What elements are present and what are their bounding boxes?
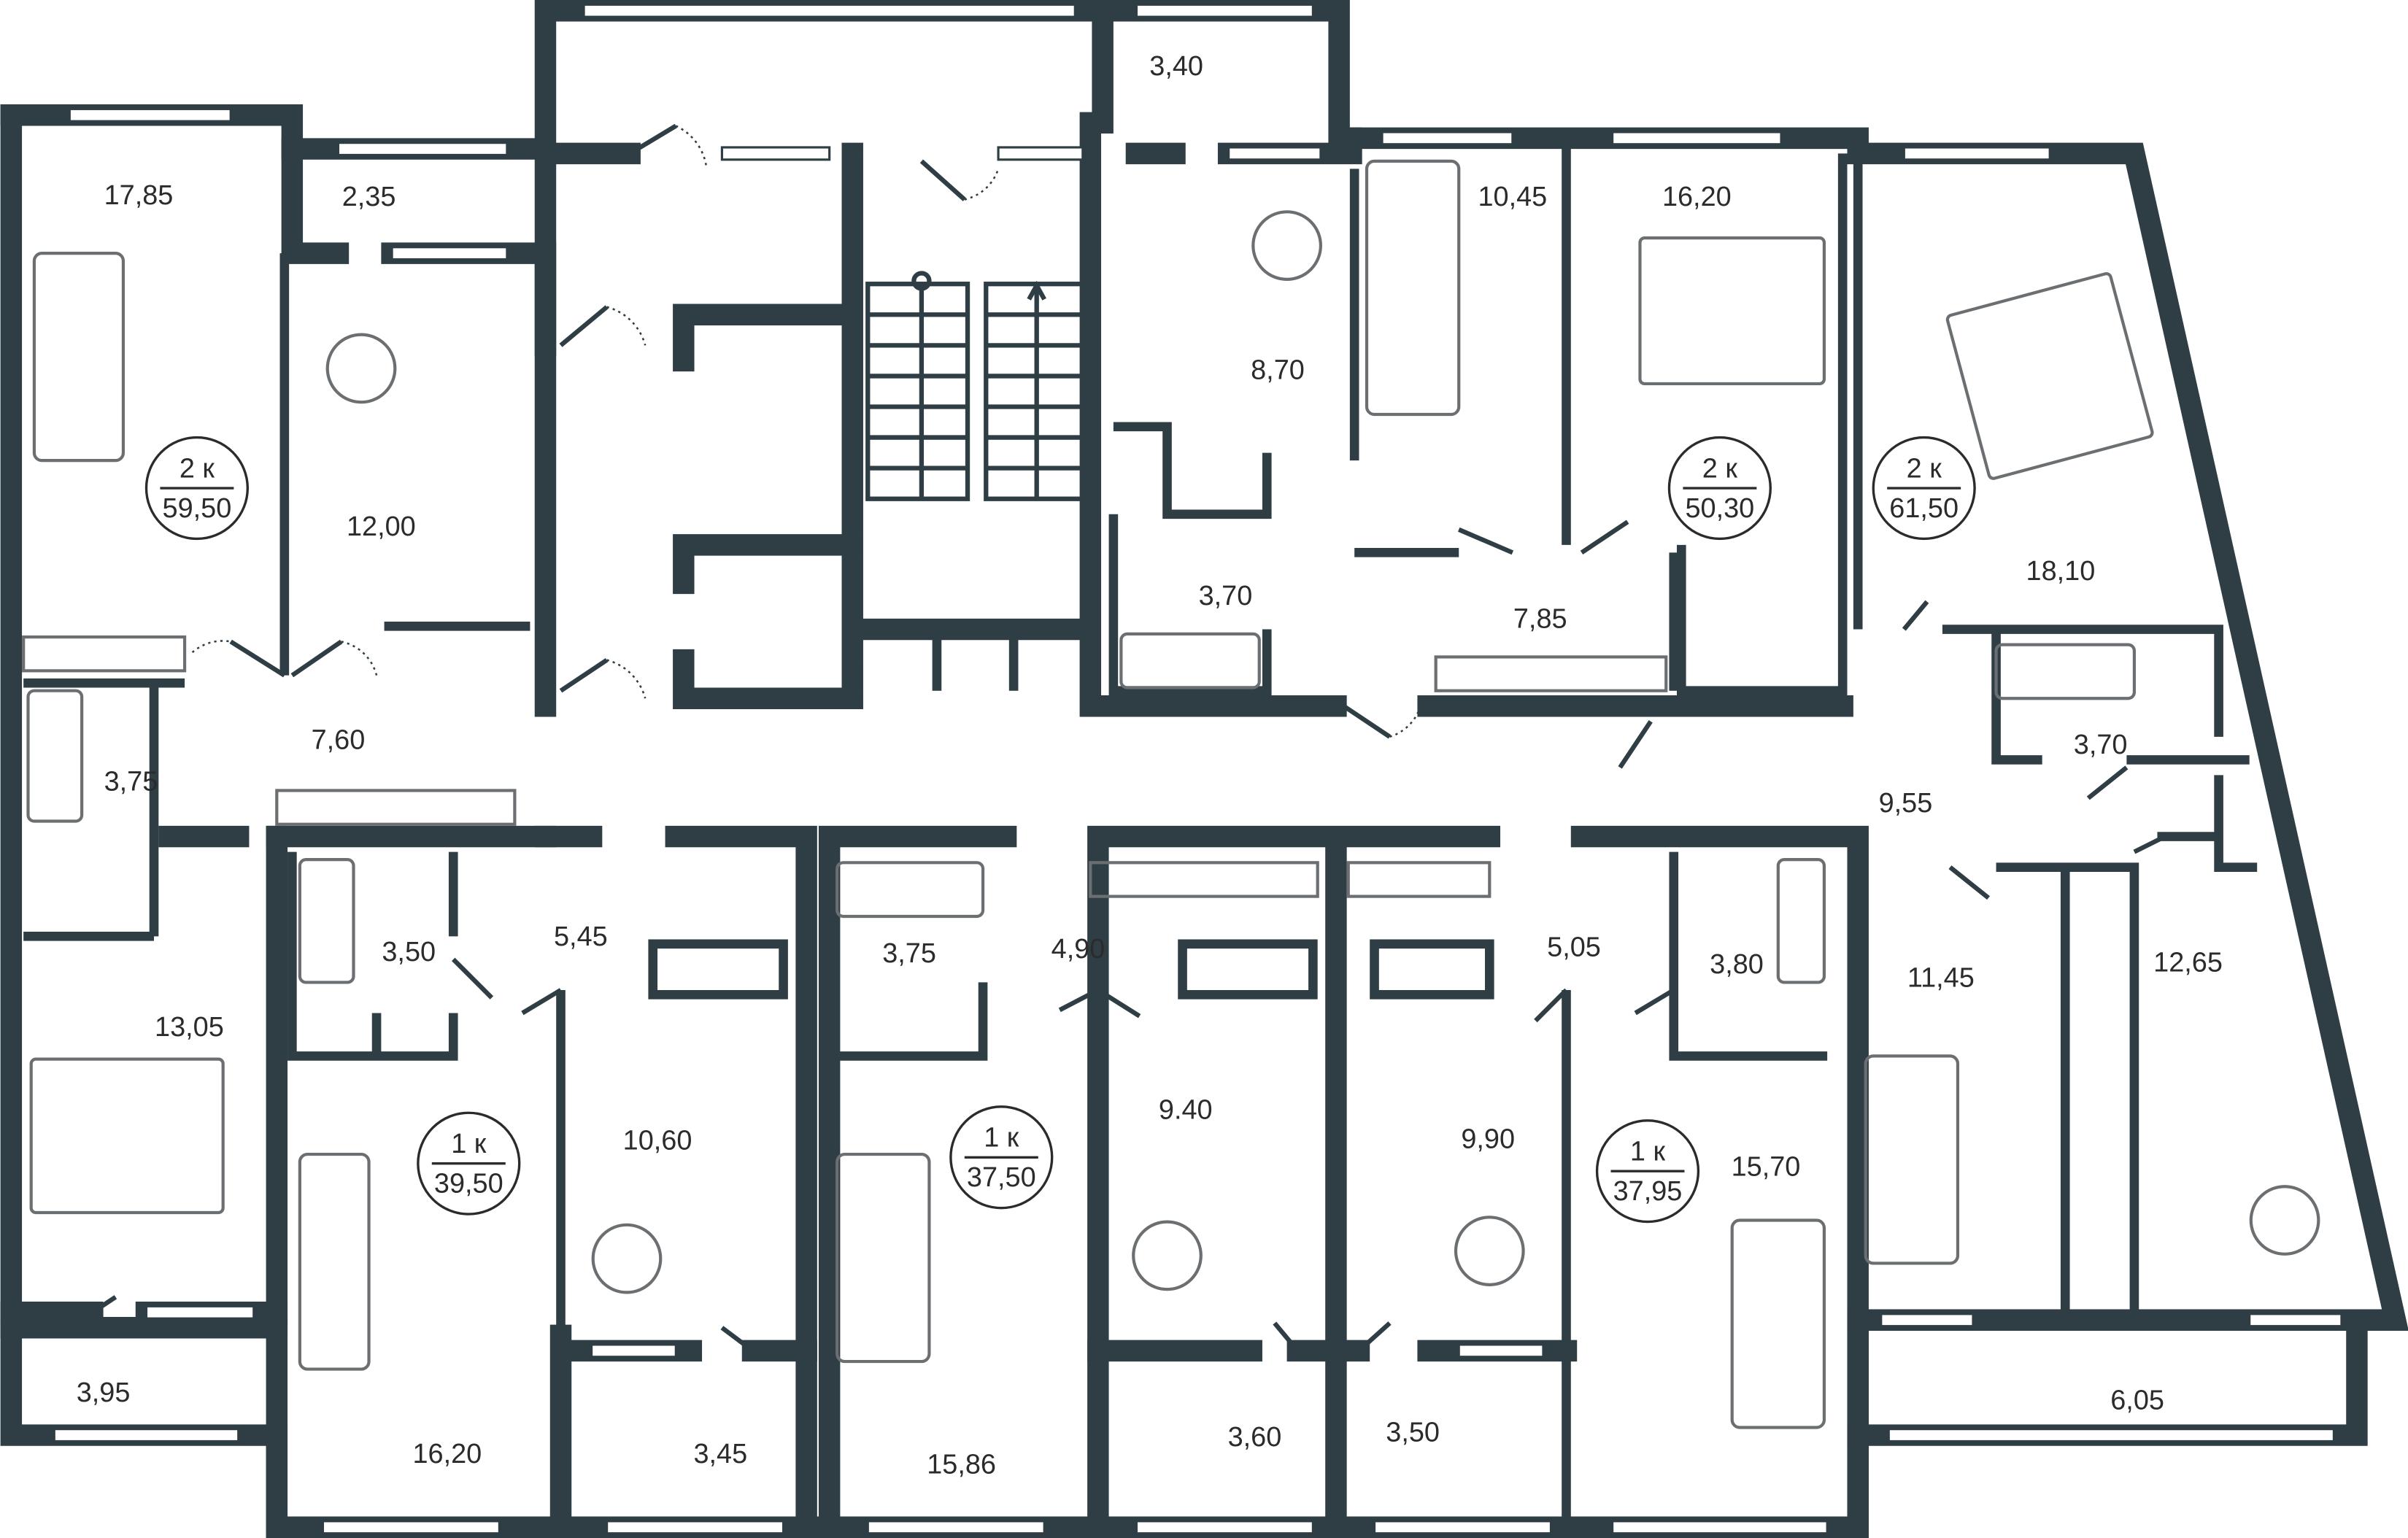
room-area: 17,85 [104, 180, 174, 211]
apartment-badge[interactable]: 1 к 37,95 [1595, 1119, 1700, 1224]
room-area: 2,35 [342, 182, 396, 212]
room-area: 9,90 [1461, 1124, 1515, 1155]
room-area: 9.40 [1159, 1095, 1213, 1126]
room-area: 7,60 [312, 725, 366, 756]
room-area: 12,65 [2153, 948, 2223, 978]
windows [53, 3, 2343, 1535]
apartment-rooms: 1 к [984, 1123, 1019, 1154]
room-area: 3,45 [693, 1439, 747, 1469]
apartment-area: 37,95 [1613, 1176, 1683, 1207]
room-area: 15,86 [927, 1450, 996, 1480]
room-area: 7,85 [1513, 603, 1567, 634]
room-area: 3,60 [1228, 1422, 1282, 1453]
apartment-badge[interactable]: 2 к 50,30 [1667, 436, 1772, 541]
room-area: 3,50 [382, 937, 436, 967]
room-area: 5,45 [554, 921, 608, 952]
room-area: 12,00 [347, 511, 416, 542]
apartment-badge[interactable]: 2 к 59,50 [144, 436, 250, 541]
room-area-labels: 17,85 2,35 12,00 7,60 3,75 13,05 3,95 3,… [77, 51, 2223, 1480]
room-area: 10,60 [623, 1126, 692, 1156]
room-area: 3,70 [2074, 730, 2128, 760]
apartment-badge[interactable]: 2 к 61,50 [1872, 436, 1976, 541]
apartment-area: 39,50 [434, 1169, 503, 1199]
room-area: 3,95 [77, 1377, 131, 1408]
room-area: 8,70 [1251, 355, 1305, 386]
room-area: 13,05 [155, 1012, 224, 1043]
doors [91, 123, 2166, 1353]
apartment-badge[interactable]: 1 к 39,50 [417, 1111, 521, 1216]
room-area: 6,05 [2110, 1385, 2164, 1415]
apartment-rooms: 2 к [1702, 453, 1738, 484]
room-area: 3,80 [1710, 949, 1764, 980]
room-area: 15,70 [1732, 1152, 1801, 1183]
room-area: 5,05 [1547, 932, 1601, 963]
apartment-area: 59,50 [163, 493, 232, 524]
room-area: 16,20 [1662, 182, 1732, 212]
room-area: 16,20 [412, 1439, 482, 1469]
apartment-rooms: 2 к [1907, 453, 1942, 484]
staircase [865, 271, 1089, 501]
room-area: 4,90 [1051, 934, 1105, 965]
room-area: 9,55 [1879, 788, 1933, 819]
apartment-rooms: 1 к [451, 1129, 487, 1159]
furniture [22, 159, 2320, 1429]
room-area: 3,40 [1149, 51, 1203, 82]
apartment-rooms: 1 к [1630, 1136, 1666, 1167]
room-area: 3,75 [882, 938, 936, 969]
apartment-badge[interactable]: 1 к 37,50 [949, 1105, 1054, 1210]
apartment-rooms: 2 к [180, 453, 215, 484]
apartment-badges: 2 к 59,50 2 к 50,30 2 к 61,50 1 к 39,50 … [144, 436, 1976, 1224]
apartment-area: 50,30 [1685, 493, 1754, 524]
room-area: 3,50 [1386, 1417, 1440, 1448]
room-area: 3,70 [1199, 581, 1253, 611]
room-area: 3,75 [104, 766, 158, 797]
apartment-area: 37,50 [967, 1162, 1036, 1193]
room-area: 11,45 [1907, 963, 1975, 994]
room-area: 18,10 [2026, 556, 2096, 587]
room-area: 10,45 [1478, 182, 1547, 212]
apartment-area: 61,50 [1889, 493, 1959, 524]
